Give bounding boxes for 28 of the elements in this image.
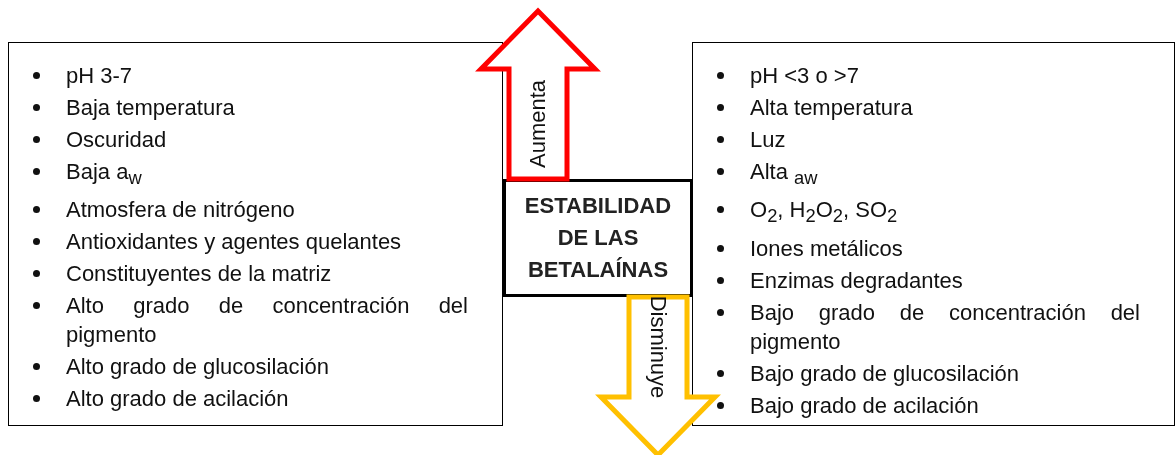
list-item: Luz — [750, 126, 787, 154]
edge-label: Aumenta — [525, 79, 551, 169]
list-item: Atmosfera de nitrógeno — [66, 196, 296, 225]
list-item: Alto grado de acilación — [66, 385, 290, 414]
edge-label: Disminuye — [645, 295, 671, 399]
list-item: Oscuridad — [66, 126, 168, 154]
list-item: Bajo grado de glucosilación — [750, 359, 1021, 388]
list-item: Alto grado de glucosilación — [66, 353, 330, 382]
list-item: Baja temperatura — [66, 94, 236, 122]
block-arrow — [475, 7, 601, 182]
title-box — [503, 179, 693, 297]
list-box — [8, 42, 503, 426]
list-item: O$_{2}$, H$_{2}$O$_{2}$, SO$_{2}$ — [750, 196, 899, 229]
list-item: Constituyentes de la matriz — [66, 260, 333, 289]
list-item: Bajo grado de concentración del pigmento — [750, 298, 1140, 356]
list-item: pH 3-7 — [66, 62, 134, 90]
list-item: pH <3 o >7 — [750, 62, 860, 90]
list-item: Baja a$_{w}$ — [66, 158, 143, 191]
list-box — [692, 42, 1175, 426]
list-item: Enzimas degradantes — [750, 266, 964, 295]
list-item: Antioxidantes y agentes quelantes — [66, 228, 403, 257]
list-item: Alto grado de concentración del pigmento — [66, 292, 468, 350]
list-item: Alta temperatura — [750, 94, 914, 122]
list-item: Bajo grado de acilación — [750, 391, 980, 420]
list-item: Iones metálicos — [750, 234, 904, 263]
list-item: Alta $_{aw}$ — [750, 158, 819, 191]
block-arrow — [595, 294, 721, 455]
box-title: ESTABILIDAD DE LAS BETALAÍNAS — [523, 192, 673, 284]
